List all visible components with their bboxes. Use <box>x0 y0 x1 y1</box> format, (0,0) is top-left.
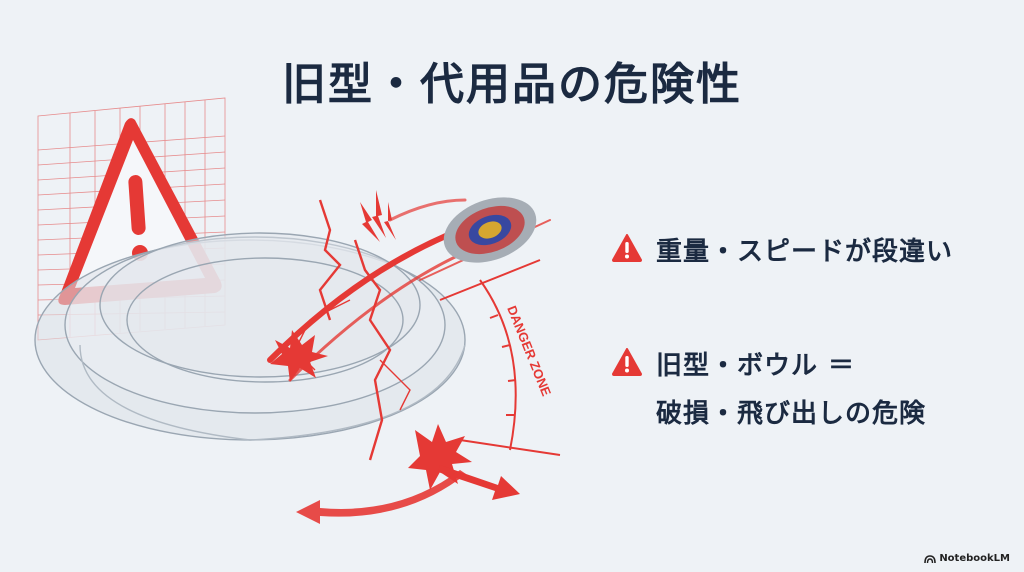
bullet-list: 重量・スピードが段違い 旧型・ボウル ＝ 破損・飛び出しの危険 <box>612 228 953 504</box>
cracks <box>294 199 411 461</box>
bullet-item-weight-speed: 重量・スピードが段違い <box>612 228 953 276</box>
brand-name: NotebookLM <box>939 553 1010 564</box>
lightning-bolt-icon <box>360 190 396 242</box>
bullet-text: 旧型・ボウル ＝ 破損・飛び出しの危険 <box>656 351 927 429</box>
slide-title: 旧型・代用品の危険性 <box>282 59 742 110</box>
warning-icon <box>612 348 642 376</box>
arrow-icon <box>296 465 520 524</box>
cracked-bowl-stadium <box>34 232 466 441</box>
warning-icon <box>612 234 642 262</box>
danger-zone-gauge <box>439 259 561 456</box>
bullet-text: 重量・スピードが段違い <box>656 237 954 267</box>
spinning-top <box>443 197 537 263</box>
danger-illustration: DANGER ZONE <box>34 97 561 524</box>
impact-burst <box>270 330 472 490</box>
notebooklm-logo-icon <box>924 555 937 563</box>
notebooklm-branding: NotebookLM <box>924 553 1010 564</box>
bullet-item-old-bowl: 旧型・ボウル ＝ 破損・飛び出しの危険 <box>612 342 953 438</box>
